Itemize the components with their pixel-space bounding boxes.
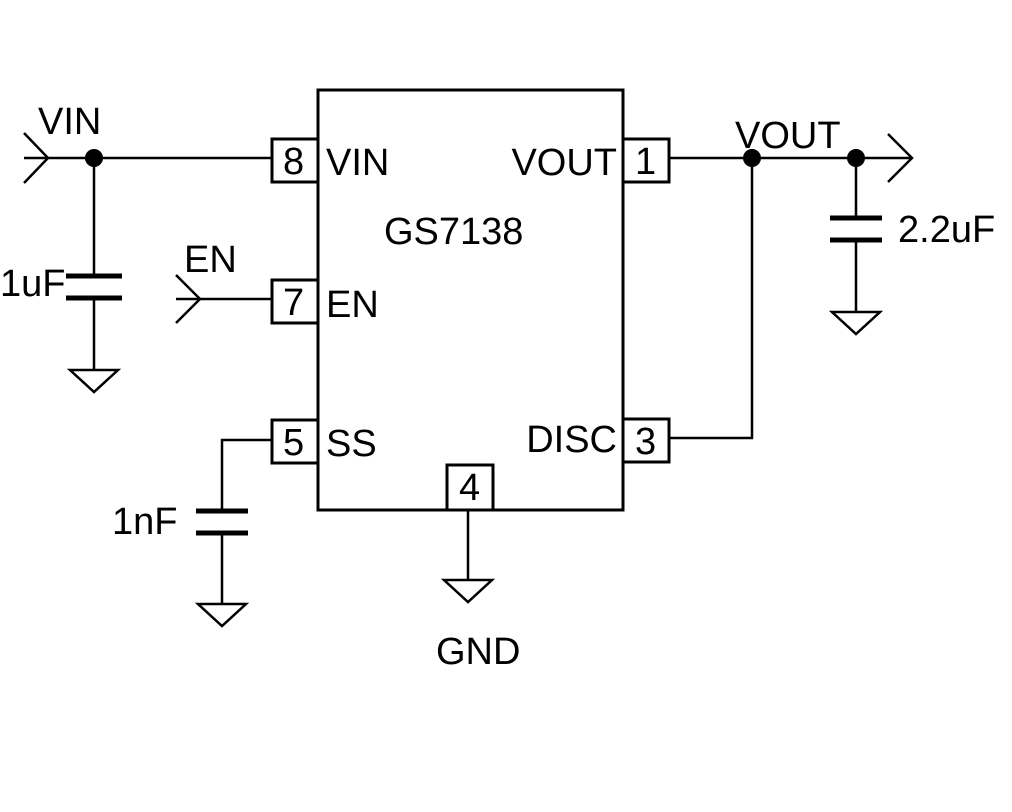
pin-8-name: VIN bbox=[326, 142, 389, 184]
pin-1-box bbox=[621, 137, 671, 184]
gnd-ground-icon bbox=[440, 578, 496, 604]
pin-3-name: DISC bbox=[526, 419, 617, 461]
input-cap-ground-icon bbox=[66, 368, 122, 394]
vin-net-label: VIN bbox=[38, 101, 101, 143]
en-net-label: EN bbox=[184, 239, 237, 281]
output-cap-ground-icon bbox=[828, 310, 884, 336]
output-cap-label: 2.2uF bbox=[898, 209, 995, 251]
disc-wire bbox=[669, 158, 754, 440]
input-cap-label: 1uF bbox=[0, 263, 65, 305]
pin-3-number: 3 bbox=[635, 421, 656, 463]
ss-cap-ground-icon bbox=[194, 602, 250, 628]
pin-4-box bbox=[445, 463, 495, 512]
pin-7-name: EN bbox=[326, 284, 379, 326]
vout-arrow bbox=[887, 133, 914, 183]
pin-5-box bbox=[270, 418, 320, 465]
pin-5-name: SS bbox=[326, 423, 377, 465]
pin-1-number: 1 bbox=[635, 141, 656, 183]
ss-wire bbox=[220, 438, 272, 510]
pin-7-box bbox=[270, 278, 320, 325]
vout-net-label: VOUT bbox=[735, 115, 841, 157]
pin-3-box bbox=[621, 417, 671, 464]
pin-7-number: 7 bbox=[283, 282, 304, 324]
ic-body bbox=[316, 88, 625, 512]
gnd-net-label: GND bbox=[436, 631, 520, 673]
pin-1-name: VOUT bbox=[511, 142, 617, 184]
pin-8-number: 8 bbox=[283, 141, 304, 183]
pin-5-number: 5 bbox=[283, 422, 304, 464]
ic-part-number: GS7138 bbox=[384, 211, 523, 253]
pin-4-number: 4 bbox=[459, 467, 480, 509]
pin-8-box bbox=[270, 137, 320, 184]
ss-cap-label: 1nF bbox=[112, 501, 177, 543]
